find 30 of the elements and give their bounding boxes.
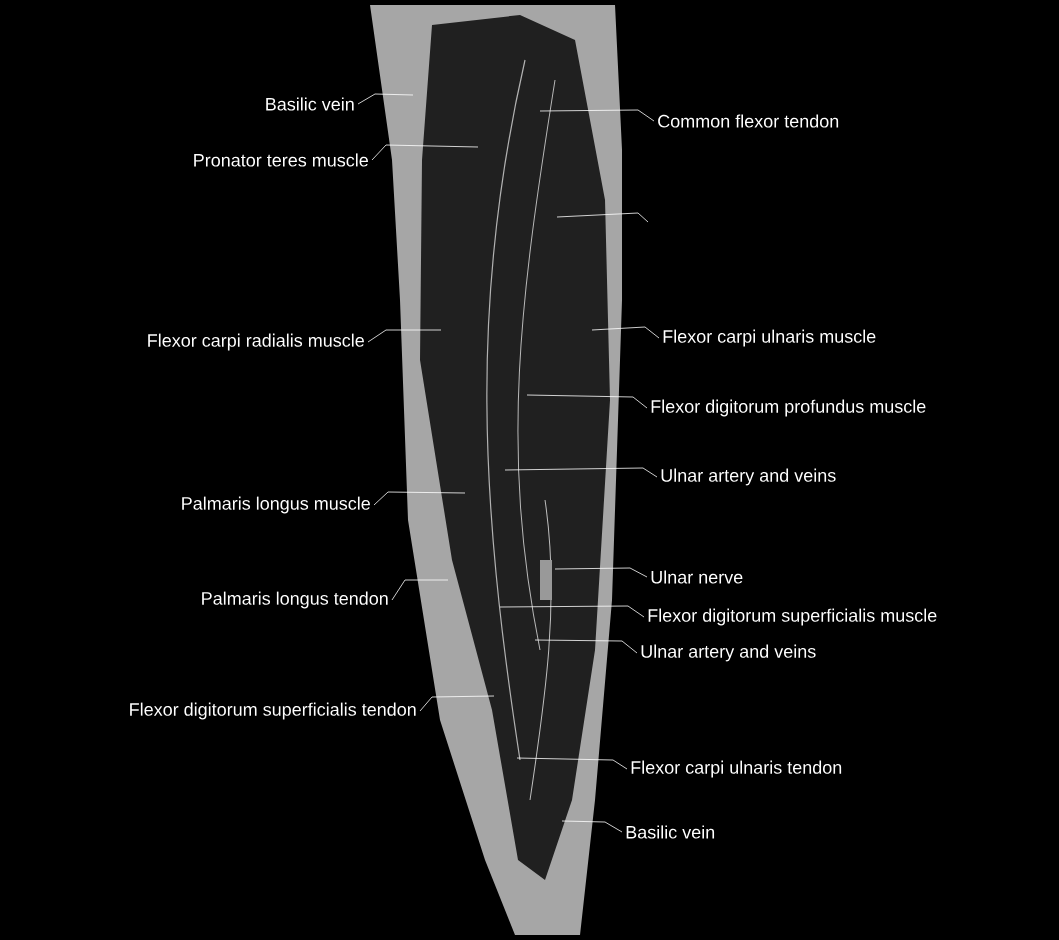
- anatomy-label: Palmaris longus tendon: [202, 591, 388, 609]
- anatomy-label: Palmaris longus muscle: [182, 496, 370, 514]
- leader-line: [367, 329, 442, 343]
- leader-line: [371, 144, 479, 161]
- leader-line: [419, 695, 495, 712]
- anatomy-label: Flexor carpi ulnaris muscle: [663, 329, 876, 347]
- leader-line: [373, 491, 466, 506]
- anatomy-label: Flexor carpi radialis muscle: [148, 333, 364, 351]
- leader-line: [534, 639, 638, 654]
- leader-line: [561, 820, 623, 833]
- anatomy-label: Ulnar artery and veins: [661, 468, 836, 486]
- anatomy-label: Flexor digitorum superficialis tendon: [130, 702, 416, 720]
- anatomy-label: Flexor digitorum profundus muscle: [651, 399, 926, 417]
- leader-line: [499, 605, 645, 618]
- anatomy-label: Pronator teres muscle: [194, 153, 368, 167]
- leader-line: [516, 757, 628, 770]
- anatomy-label: Basilic vein: [626, 825, 715, 839]
- leader-line: [526, 394, 648, 409]
- anatomy-label: Ulnar nerve: [651, 570, 743, 584]
- anatomy-label: Basilic vein: [266, 97, 354, 111]
- anatomy-label: Flexor digitorum superficialis muscle: [648, 608, 937, 626]
- leader-line: [391, 579, 449, 601]
- anatomy-label: Common flexor tendon: [658, 114, 839, 128]
- leader-line: [357, 93, 414, 105]
- anatomy-label: Ulnar artery and veins: [641, 644, 816, 662]
- leader-line: [504, 467, 658, 478]
- leader-line: [539, 109, 655, 122]
- leader-line: [591, 326, 660, 339]
- leader-line: [554, 567, 648, 578]
- anatomy-label: Flexor carpi ulnaris tendon: [631, 760, 842, 778]
